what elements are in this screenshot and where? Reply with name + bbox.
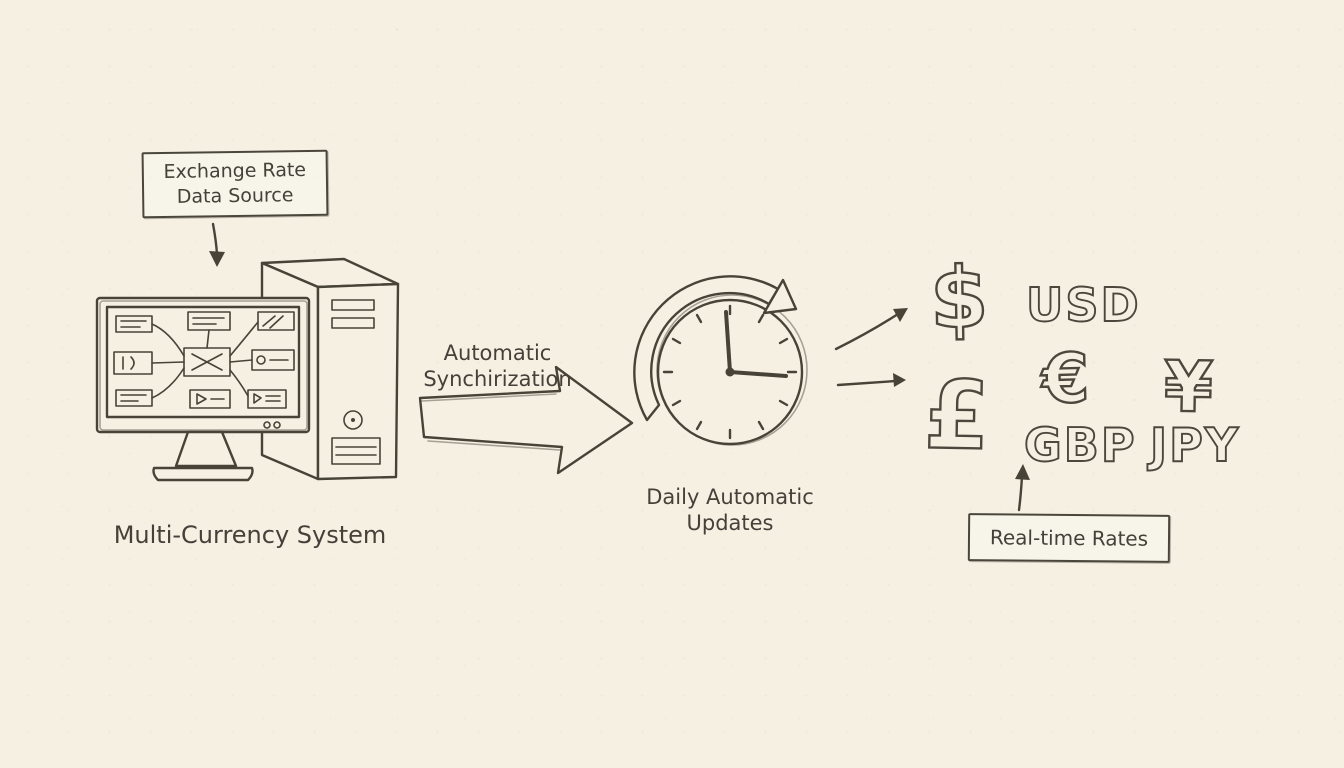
real-time-rates-box: Real-time Rates xyxy=(967,513,1171,563)
exchange-rate-source-label-line2: Data Source xyxy=(176,184,294,208)
daily-automatic-updates-label-line1: Daily Automatic xyxy=(646,485,814,509)
refresh-arrow-icon xyxy=(634,276,796,420)
down-arrow-icon xyxy=(209,224,225,267)
currency-yen-symbol: ¥ xyxy=(1162,344,1215,429)
up-arrow-icon xyxy=(1015,464,1030,510)
currency-gbp-code: GBP xyxy=(1023,418,1137,472)
multi-currency-system-label: Multi-Currency System xyxy=(113,521,387,549)
daily-automatic-updates-label-line2: Updates xyxy=(686,511,774,536)
monitor-stand-icon xyxy=(154,432,253,480)
arrow-to-gbp-icon xyxy=(838,373,906,387)
automatic-synchronization-label-line2: Synchirization xyxy=(423,367,572,392)
big-sync-arrow-icon xyxy=(420,367,632,473)
exchange-rate-source-box: Exchange Rate Data Source xyxy=(141,149,329,219)
arrow-to-usd-icon xyxy=(836,308,908,349)
daily-automatic-updates-label: Daily Automatic Updates xyxy=(630,484,830,537)
currency-jpy-code: JPY xyxy=(1149,418,1241,472)
currency-dollar-symbol: $ xyxy=(928,247,991,348)
currency-usd-code: USD xyxy=(1025,278,1141,332)
real-time-rates-label: Real-time Rates xyxy=(989,525,1149,551)
automatic-synchronization-label: Automatic Synchirization xyxy=(400,340,595,393)
automatic-synchronization-label-line1: Automatic xyxy=(443,341,552,365)
computer-illustration xyxy=(97,259,398,480)
currency-euro-symbol: € xyxy=(1040,338,1092,421)
clock-icon xyxy=(657,295,807,445)
exchange-rate-source-label-line1: Exchange Rate xyxy=(163,159,307,184)
flowchart-screen-icon xyxy=(114,312,294,408)
currency-pound-symbol: £ xyxy=(922,360,992,473)
